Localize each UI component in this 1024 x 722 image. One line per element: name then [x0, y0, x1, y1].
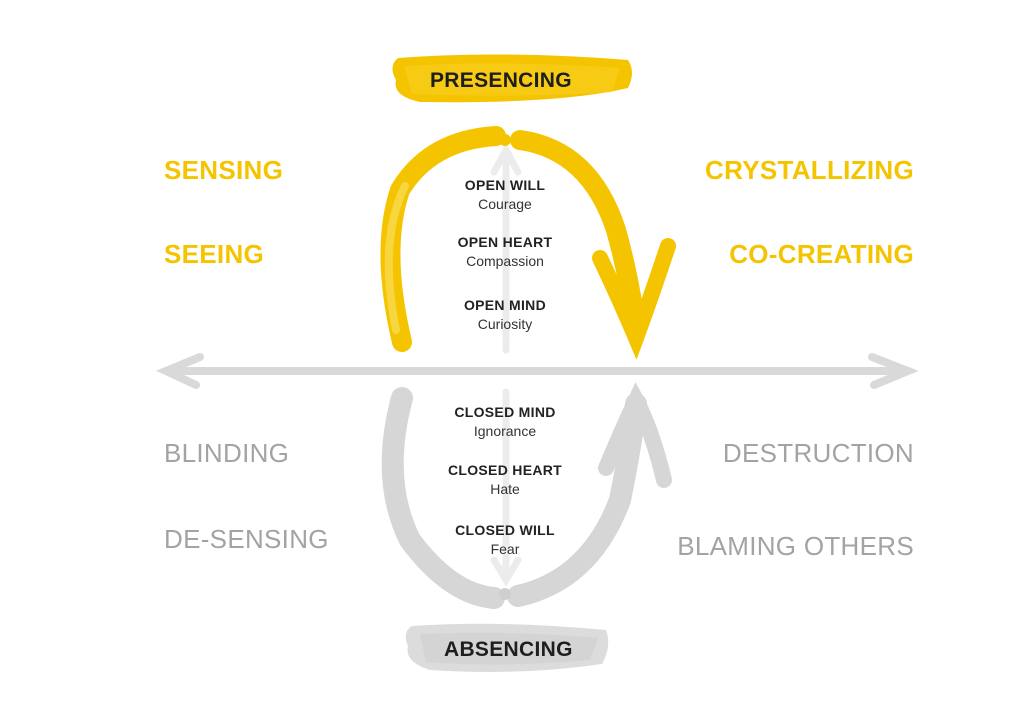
presencing-highlight	[392, 54, 632, 103]
open-heart-state: OPEN HEART Compassion	[405, 234, 605, 269]
presencing-label: PRESENCING	[430, 69, 572, 92]
blaming-others-label: BLAMING OTHERS	[677, 531, 914, 561]
state-subtitle: Courage	[478, 196, 532, 212]
presencing-arc	[380, 126, 676, 360]
destruction-label: DESTRUCTION	[722, 438, 914, 468]
center-up-arrow	[490, 142, 522, 354]
absencing-label: ABSENCING	[444, 638, 573, 661]
absencing-highlight	[405, 623, 609, 672]
open-mind-state: OPEN MIND Curiosity	[405, 297, 605, 332]
crystallizing-label: CRYSTALLIZING	[705, 155, 914, 185]
closed-heart-state: CLOSED HEART Hate	[405, 462, 605, 497]
state-title: OPEN WILL	[464, 177, 546, 193]
state-subtitle: Fear	[490, 541, 520, 557]
state-subtitle: Compassion	[466, 253, 544, 269]
state-title: OPEN HEART	[457, 234, 553, 250]
closed-will-state: CLOSED WILL Fear	[405, 522, 605, 557]
open-will-state: OPEN WILL Courage	[405, 177, 605, 212]
state-subtitle: Curiosity	[477, 316, 533, 332]
state-subtitle: Ignorance	[473, 423, 537, 439]
de-sensing-label: DE-SENSING	[164, 524, 329, 554]
horizontal-axis-arrow	[156, 353, 919, 389]
sensing-label: SENSING	[164, 155, 284, 185]
center-down-arrow	[490, 388, 522, 587]
blinding-label: BLINDING	[164, 438, 290, 468]
state-title: CLOSED WILL	[455, 522, 555, 538]
state-title: CLOSED MIND	[454, 404, 556, 420]
absencing-arc	[381, 382, 672, 609]
co-creating-label: CO-CREATING	[729, 239, 914, 269]
state-title: CLOSED HEART	[447, 462, 563, 478]
state-title: OPEN MIND	[463, 297, 547, 313]
state-subtitle: Hate	[490, 481, 520, 497]
seeing-label: SEEING	[164, 239, 265, 269]
closed-mind-state: CLOSED MIND Ignorance	[405, 404, 605, 439]
